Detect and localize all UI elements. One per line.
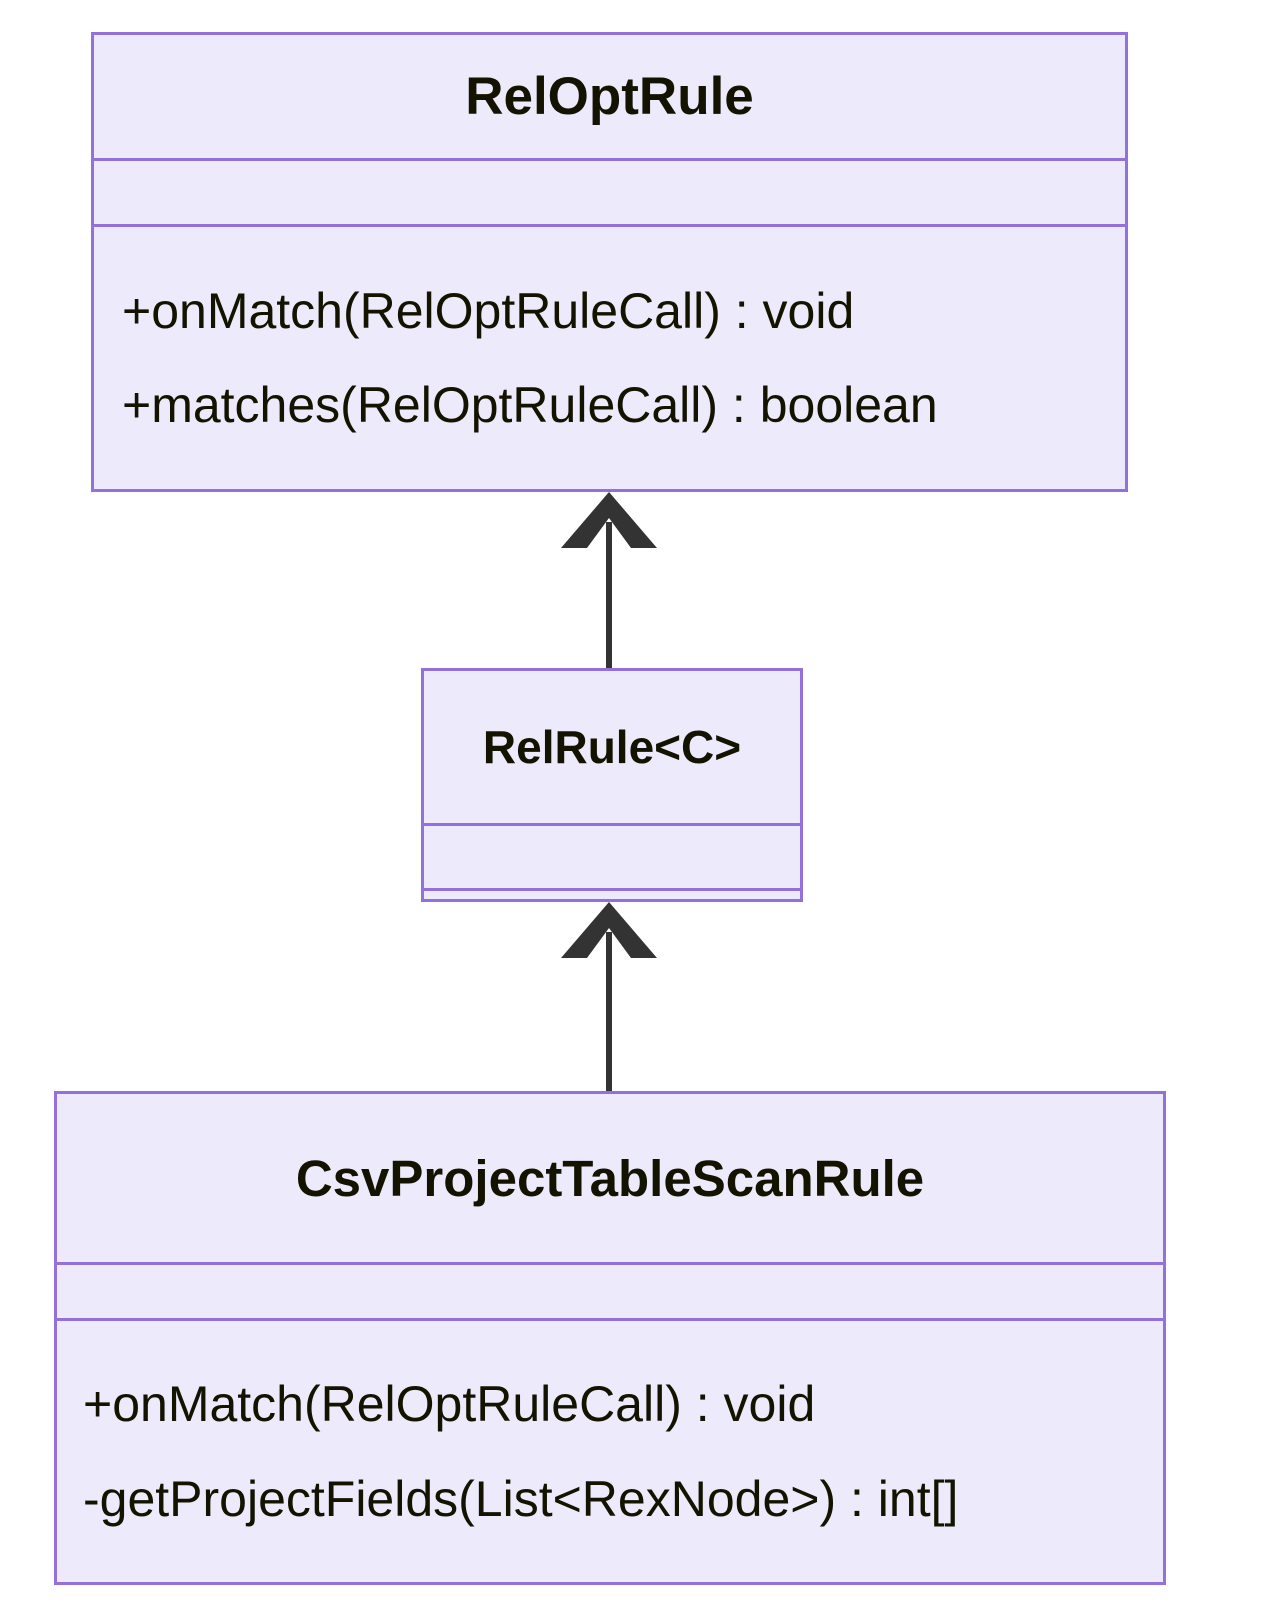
class-methods-relrule (424, 891, 800, 899)
class-box-csvprojecttablescanrule[interactable]: CsvProjectTableScanRule +onMatch(RelOptR… (54, 1091, 1166, 1585)
inheritance-edge-relrule-to-reloptrule (561, 492, 657, 672)
class-title-relrule: RelRule<C> (424, 671, 800, 826)
class-box-relrule[interactable]: RelRule<C> (421, 668, 803, 902)
method-onmatch: +onMatch(RelOptRuleCall) : void (83, 1376, 816, 1432)
edge-line (606, 932, 612, 1094)
class-title-reloptrule: RelOptRule (94, 35, 1125, 161)
class-title-csvprojecttablescanrule: CsvProjectTableScanRule (57, 1094, 1163, 1265)
class-methods-csvprojecttablescanrule: +onMatch(RelOptRuleCall) : void -getProj… (57, 1321, 1163, 1582)
inheritance-arrowhead-icon (561, 902, 657, 958)
edge-line (606, 522, 612, 672)
class-attributes-relrule (424, 826, 800, 891)
inheritance-arrowhead-icon (561, 492, 657, 548)
method-matches: +matches(RelOptRuleCall) : boolean (122, 377, 938, 433)
class-methods-reloptrule: +onMatch(RelOptRuleCall) : void +matches… (94, 227, 1125, 489)
inheritance-edge-csv-to-relrule (561, 902, 657, 1094)
method-getprojectfields: -getProjectFields(List<RexNode>) : int[] (83, 1470, 959, 1527)
method-onmatch: +onMatch(RelOptRuleCall) : void (122, 282, 855, 339)
class-attributes-csvprojecttablescanrule (57, 1265, 1163, 1321)
class-box-reloptrule[interactable]: RelOptRule +onMatch(RelOptRuleCall) : vo… (91, 32, 1128, 492)
class-attributes-reloptrule (94, 161, 1125, 227)
